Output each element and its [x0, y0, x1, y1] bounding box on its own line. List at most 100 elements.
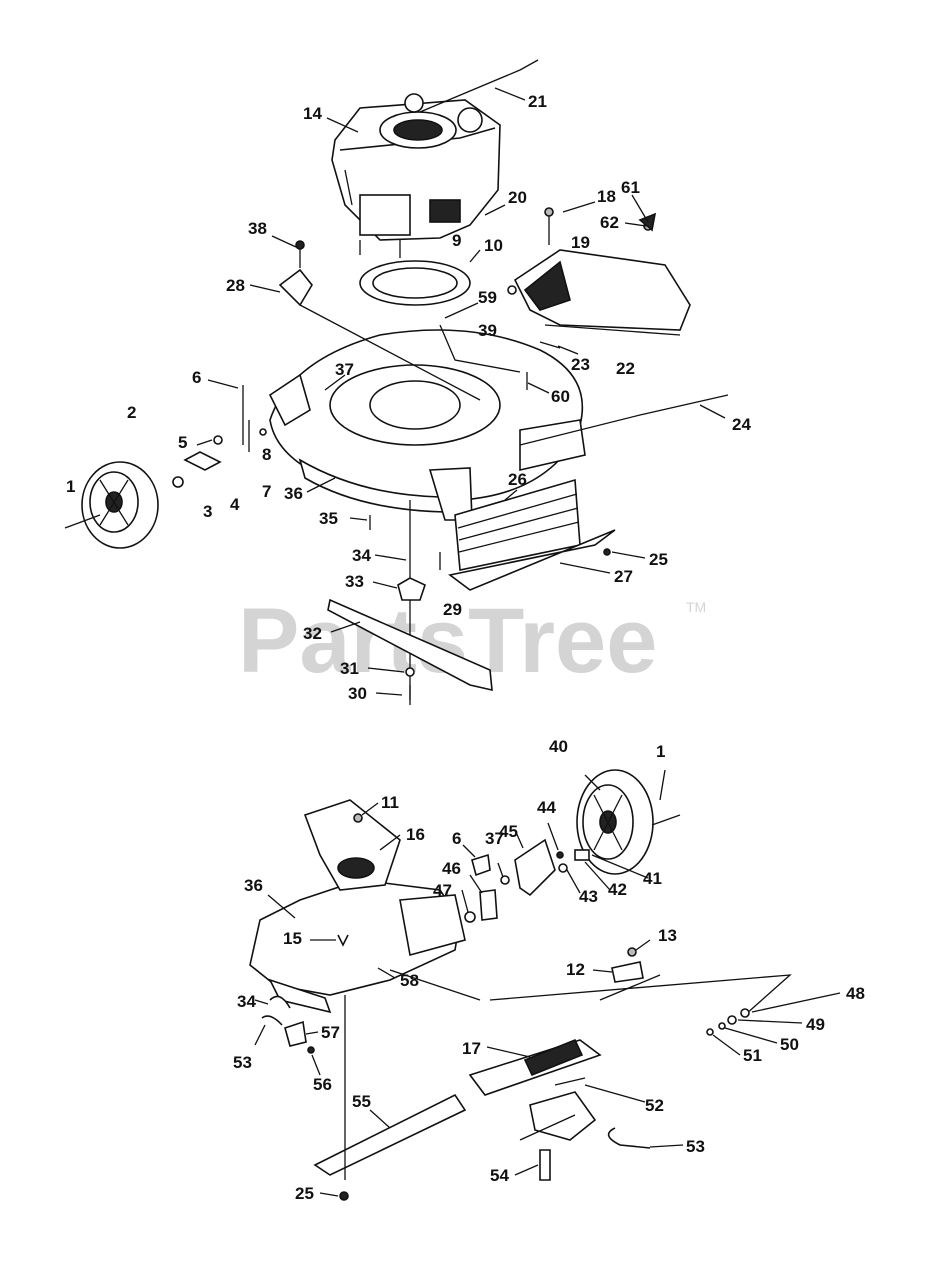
callout-25: 25: [649, 550, 668, 569]
callout-23: 23: [571, 355, 590, 374]
pin-53b-part: [607, 1127, 651, 1149]
callout-lower-43: 43: [579, 887, 598, 906]
callout-lower-44: 44: [537, 798, 556, 817]
callout-39: 39: [478, 321, 497, 340]
callout-22: 22: [616, 359, 635, 378]
callout-18: 18: [597, 187, 616, 206]
spring-15-part: [337, 934, 349, 947]
bracket-46-part: [479, 889, 498, 921]
bail-59-part: [439, 324, 521, 373]
pin-23-part: [539, 341, 561, 349]
bottom-plate-part: [313, 1093, 467, 1176]
callout-lower-47: 47: [433, 881, 452, 900]
callout-10: 10: [484, 236, 503, 255]
callout-labels-upper: 21 14 20 9 18 61 62 19 38 10 28 59 39 23…: [66, 92, 751, 703]
blade-part: [327, 598, 493, 692]
callout-lower-57: 57: [321, 1023, 340, 1042]
drive-rod-part: [519, 394, 729, 446]
wheel-bolt-lower-part: [651, 814, 681, 826]
handle-grip-part: [468, 1038, 602, 1096]
front-wheel-part: [576, 769, 654, 875]
callout-24: 24: [732, 415, 751, 434]
nut-47-part: [464, 911, 476, 923]
shield-plate-part: [448, 529, 616, 591]
blade-adapter-part: [397, 577, 426, 601]
callout-lower-36: 36: [244, 876, 263, 895]
callout-lower-40: 40: [549, 737, 568, 756]
callout-32: 32: [303, 624, 322, 643]
callout-27: 27: [614, 567, 633, 586]
callout-lower-51: 51: [743, 1046, 762, 1065]
clip-34-part: [269, 995, 291, 1009]
callout-lower-12: 12: [566, 960, 585, 979]
callout-lower-46: 46: [442, 859, 461, 878]
washer-37-part: [500, 875, 510, 885]
callout-33: 33: [345, 572, 364, 591]
callout-59: 59: [478, 288, 497, 307]
callout-lower-16: 16: [406, 825, 425, 844]
callout-61: 61: [621, 178, 640, 197]
callout-60: 60: [551, 387, 570, 406]
callout-lower-49: 49: [806, 1015, 825, 1034]
washer-39-part: [507, 285, 517, 295]
cable-lower-part: [599, 974, 661, 1001]
callout-labels-lower: 40 1 11 45 44 16 6 37 46 43 42 41 36 47 …: [233, 737, 865, 1203]
callout-lower-55: 55: [352, 1092, 371, 1111]
callout-3: 3: [203, 502, 212, 521]
callout-29: 29: [443, 600, 462, 619]
callout-lower-58: 58: [400, 971, 419, 990]
rod-58-part: [389, 969, 481, 1001]
callout-lower-17: 17: [462, 1039, 481, 1058]
nut-56-part: [307, 1046, 315, 1054]
callout-35: 35: [319, 509, 338, 528]
callout-lower-34: 34: [237, 992, 256, 1011]
mower-deck-part: [268, 329, 586, 521]
callout-lower-6: 6: [452, 829, 461, 848]
callout-19: 19: [571, 233, 590, 252]
washer-49-part: [727, 1015, 737, 1025]
callout-lower-42: 42: [608, 880, 627, 899]
callout-leaders-lower: [254, 769, 841, 1197]
pin-53a-part: [261, 1015, 283, 1026]
axle-bolt-part: [64, 514, 101, 529]
callout-37: 37: [335, 360, 354, 379]
callout-6: 6: [192, 368, 201, 387]
nut-5-part: [213, 435, 223, 445]
callout-4: 4: [230, 495, 240, 514]
callout-31: 31: [340, 659, 359, 678]
bracket-part: [278, 268, 313, 307]
callout-5: 5: [178, 433, 187, 452]
callout-2: 2: [127, 403, 136, 422]
callout-lower-48: 48: [846, 984, 865, 1003]
discharge-chute-part: [513, 249, 691, 336]
callout-9: 9: [452, 231, 461, 250]
callout-lower-11: 11: [381, 793, 399, 812]
washer-48-part: [740, 1008, 750, 1018]
bolt-18-part: [544, 207, 554, 217]
callout-7: 7: [262, 482, 271, 501]
callout-lower-53b: 53: [686, 1137, 705, 1156]
link-line-lower: [489, 974, 792, 1016]
callout-lower-37: 37: [485, 829, 504, 848]
nut-25-upper-part: [603, 548, 611, 556]
callout-lower-45: 45: [499, 822, 518, 841]
adjuster-lever-part: [242, 385, 250, 452]
callout-lower-52: 52: [645, 1096, 664, 1115]
axle-plate-45-part: [514, 838, 556, 897]
washer-50-part: [718, 1022, 726, 1030]
callout-14: 14: [303, 104, 322, 123]
bolt-11-part: [353, 813, 363, 823]
roller-57-part: [284, 1020, 307, 1047]
bracket-12-part: [611, 961, 644, 983]
wheel-bracket-part: [183, 451, 222, 471]
callout-26: 26: [508, 470, 527, 489]
spring-52-part: [554, 1077, 586, 1086]
callout-36: 36: [284, 484, 303, 503]
callout-lower-56: 56: [313, 1075, 332, 1094]
spring-54-part: [539, 1149, 551, 1181]
callout-30: 30: [348, 684, 367, 703]
rear-wheel-part: [81, 461, 159, 549]
adjuster-rod-part: [519, 1114, 576, 1141]
callout-34: 34: [352, 546, 371, 565]
